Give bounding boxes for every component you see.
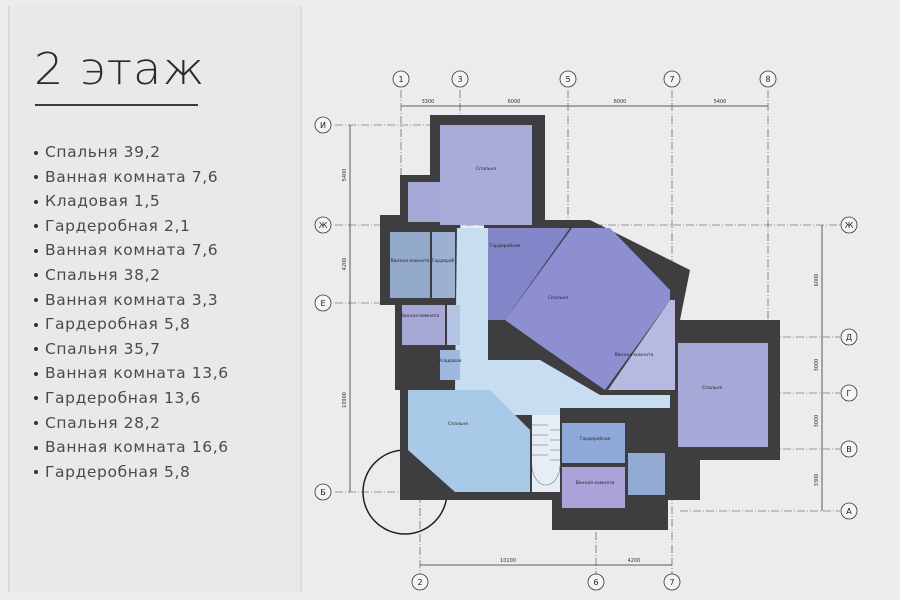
- room-bedroom-diagonal: [505, 228, 670, 390]
- floor-title: 2 этаж: [34, 44, 206, 95]
- room-label: Ванная комната: [401, 313, 440, 319]
- axis-label: 1: [398, 75, 403, 84]
- room-label: Кладовая: [439, 358, 462, 364]
- axis-label: Б: [320, 488, 326, 497]
- room-label: Ванная комната: [391, 258, 430, 264]
- legend-panel: [8, 6, 302, 592]
- room-list-item: Спальня 38,2: [34, 266, 229, 291]
- room-list-item: Гардеробная 5,8: [34, 315, 229, 340]
- axis-label: Ж: [319, 221, 328, 230]
- room-list-item: Ванная комната 7,6: [34, 168, 229, 193]
- axis-label: А: [846, 507, 852, 516]
- room-wardrobe-diagonal: [488, 228, 570, 320]
- dim-top-2: 6000: [508, 99, 521, 105]
- dim-bottom-2: 4200: [628, 558, 641, 564]
- room-label: Гардеробная: [579, 436, 610, 442]
- dim-left-1: 5400: [342, 169, 348, 182]
- corridor: [455, 228, 670, 415]
- stair-steps: [531, 424, 561, 486]
- room-bathroom-corner: [628, 453, 665, 495]
- room-list-item: Ванная комната 3,3: [34, 291, 229, 316]
- room-bedroom-top: [440, 125, 532, 225]
- room-bathroom-small: [408, 182, 440, 222]
- room-label: Ванная комната: [576, 480, 615, 486]
- room-list-item: Кладовая 1,5: [34, 192, 229, 217]
- room-label: Гардероб: [432, 258, 455, 264]
- room-bathroom-right: [608, 300, 675, 390]
- room-bedroom-lower: [408, 390, 530, 492]
- axis-label: Е: [320, 299, 325, 308]
- room-list-item: Гардеробная 13,6: [34, 389, 229, 414]
- dim-right-2: 3000: [814, 359, 820, 372]
- axis-label: Г: [847, 389, 852, 398]
- dim-top-4: 5400: [714, 99, 727, 105]
- dim-bottom-1: 10100: [500, 558, 516, 564]
- room-list-item: Спальня 28,2: [34, 414, 229, 439]
- dim-right-1: 6000: [814, 274, 820, 287]
- room-storage: [447, 305, 460, 345]
- room-bathroom-bottom: [562, 467, 625, 508]
- room-bathroom-left: [390, 232, 430, 298]
- room-wardrobe-bottom: [562, 423, 625, 463]
- room-label: Спальня: [548, 295, 568, 301]
- title-underline: [35, 104, 198, 106]
- room-list-item: Ванная комната 7,6: [34, 241, 229, 266]
- room-label: Спальня: [702, 385, 722, 391]
- axis-label: 7: [669, 75, 674, 84]
- room-list-item: Спальня 35,7: [34, 340, 229, 365]
- room-wardrobe-left: [432, 232, 455, 298]
- dim-top-1: 3300: [422, 99, 435, 105]
- axis-label: Д: [846, 333, 852, 342]
- dim-left-2: 4200: [342, 258, 348, 271]
- axis-label: 2: [417, 578, 422, 587]
- room-list-item: Спальня 39,2: [34, 143, 229, 168]
- room-list-item: Гардеробная 2,1: [34, 217, 229, 242]
- room-list-item: Ванная комната 16,6: [34, 438, 229, 463]
- room-list-item: Гардеробная 5,8: [34, 463, 229, 488]
- dimension-lines: [349, 105, 823, 566]
- dim-right-4: 3300: [814, 474, 820, 487]
- axis-label: В: [846, 445, 852, 454]
- axis-label: Ж: [845, 221, 854, 230]
- room-list: Спальня 39,2 Ванная комната 7,6 Кладовая…: [34, 143, 229, 487]
- axis-label: 7: [669, 578, 674, 587]
- axis-label: 6: [593, 578, 598, 587]
- room-label: Гардеробная: [489, 243, 520, 249]
- room-bathroom-left2: [402, 305, 445, 345]
- room-label: Спальня: [476, 166, 496, 172]
- staircase: [532, 415, 560, 492]
- axis-label: 3: [457, 75, 462, 84]
- room-label: Спальня: [448, 421, 468, 427]
- axis-label: 8: [765, 75, 770, 84]
- room-wardrobe-small: [440, 350, 460, 380]
- axis-label: И: [320, 121, 326, 130]
- room-bedroom-right: [678, 343, 768, 447]
- room-label: Ванная комната: [615, 352, 654, 358]
- dim-left-3: 10900: [342, 392, 348, 408]
- dim-right-3: 3000: [814, 415, 820, 428]
- dim-top-3: 6000: [614, 99, 627, 105]
- room-list-item: Ванная комната 13,6: [34, 364, 229, 389]
- axis-label: 5: [565, 75, 570, 84]
- axis-circles: [314, 70, 858, 591]
